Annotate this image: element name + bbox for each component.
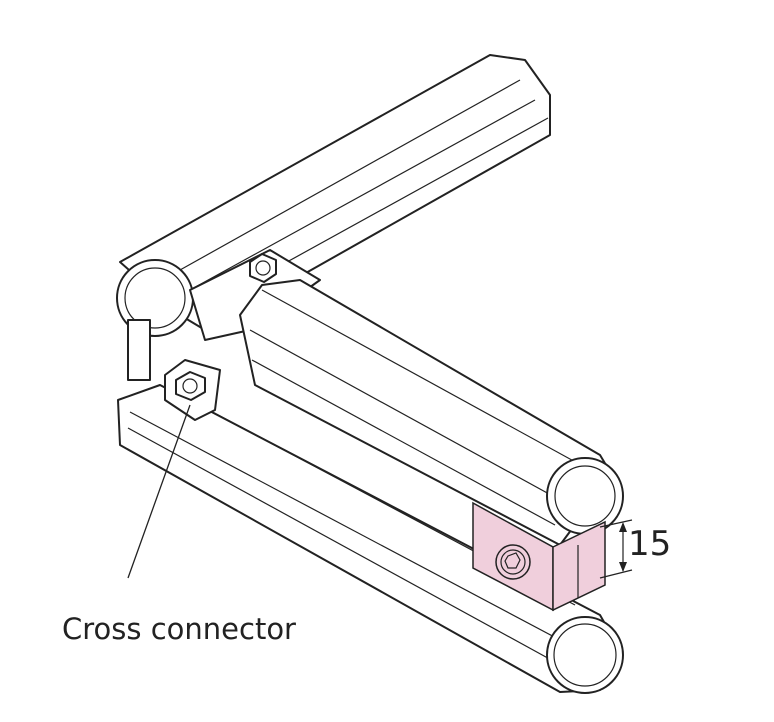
highlighted-plate — [472, 501, 606, 612]
leader-line — [127, 404, 191, 579]
middle-pipe — [239, 279, 624, 546]
dimension-line — [599, 519, 633, 579]
socket-screw-icon — [495, 544, 531, 580]
cross-connector-label: Cross connector — [62, 612, 296, 646]
hex-bolt-icon — [249, 253, 277, 283]
hex-bolt-icon — [175, 371, 206, 401]
dimension-label: 15 — [628, 524, 672, 564]
middle-pipe-end — [546, 457, 624, 535]
lower-pipe-end — [546, 616, 624, 694]
lower-pipe — [117, 384, 624, 694]
